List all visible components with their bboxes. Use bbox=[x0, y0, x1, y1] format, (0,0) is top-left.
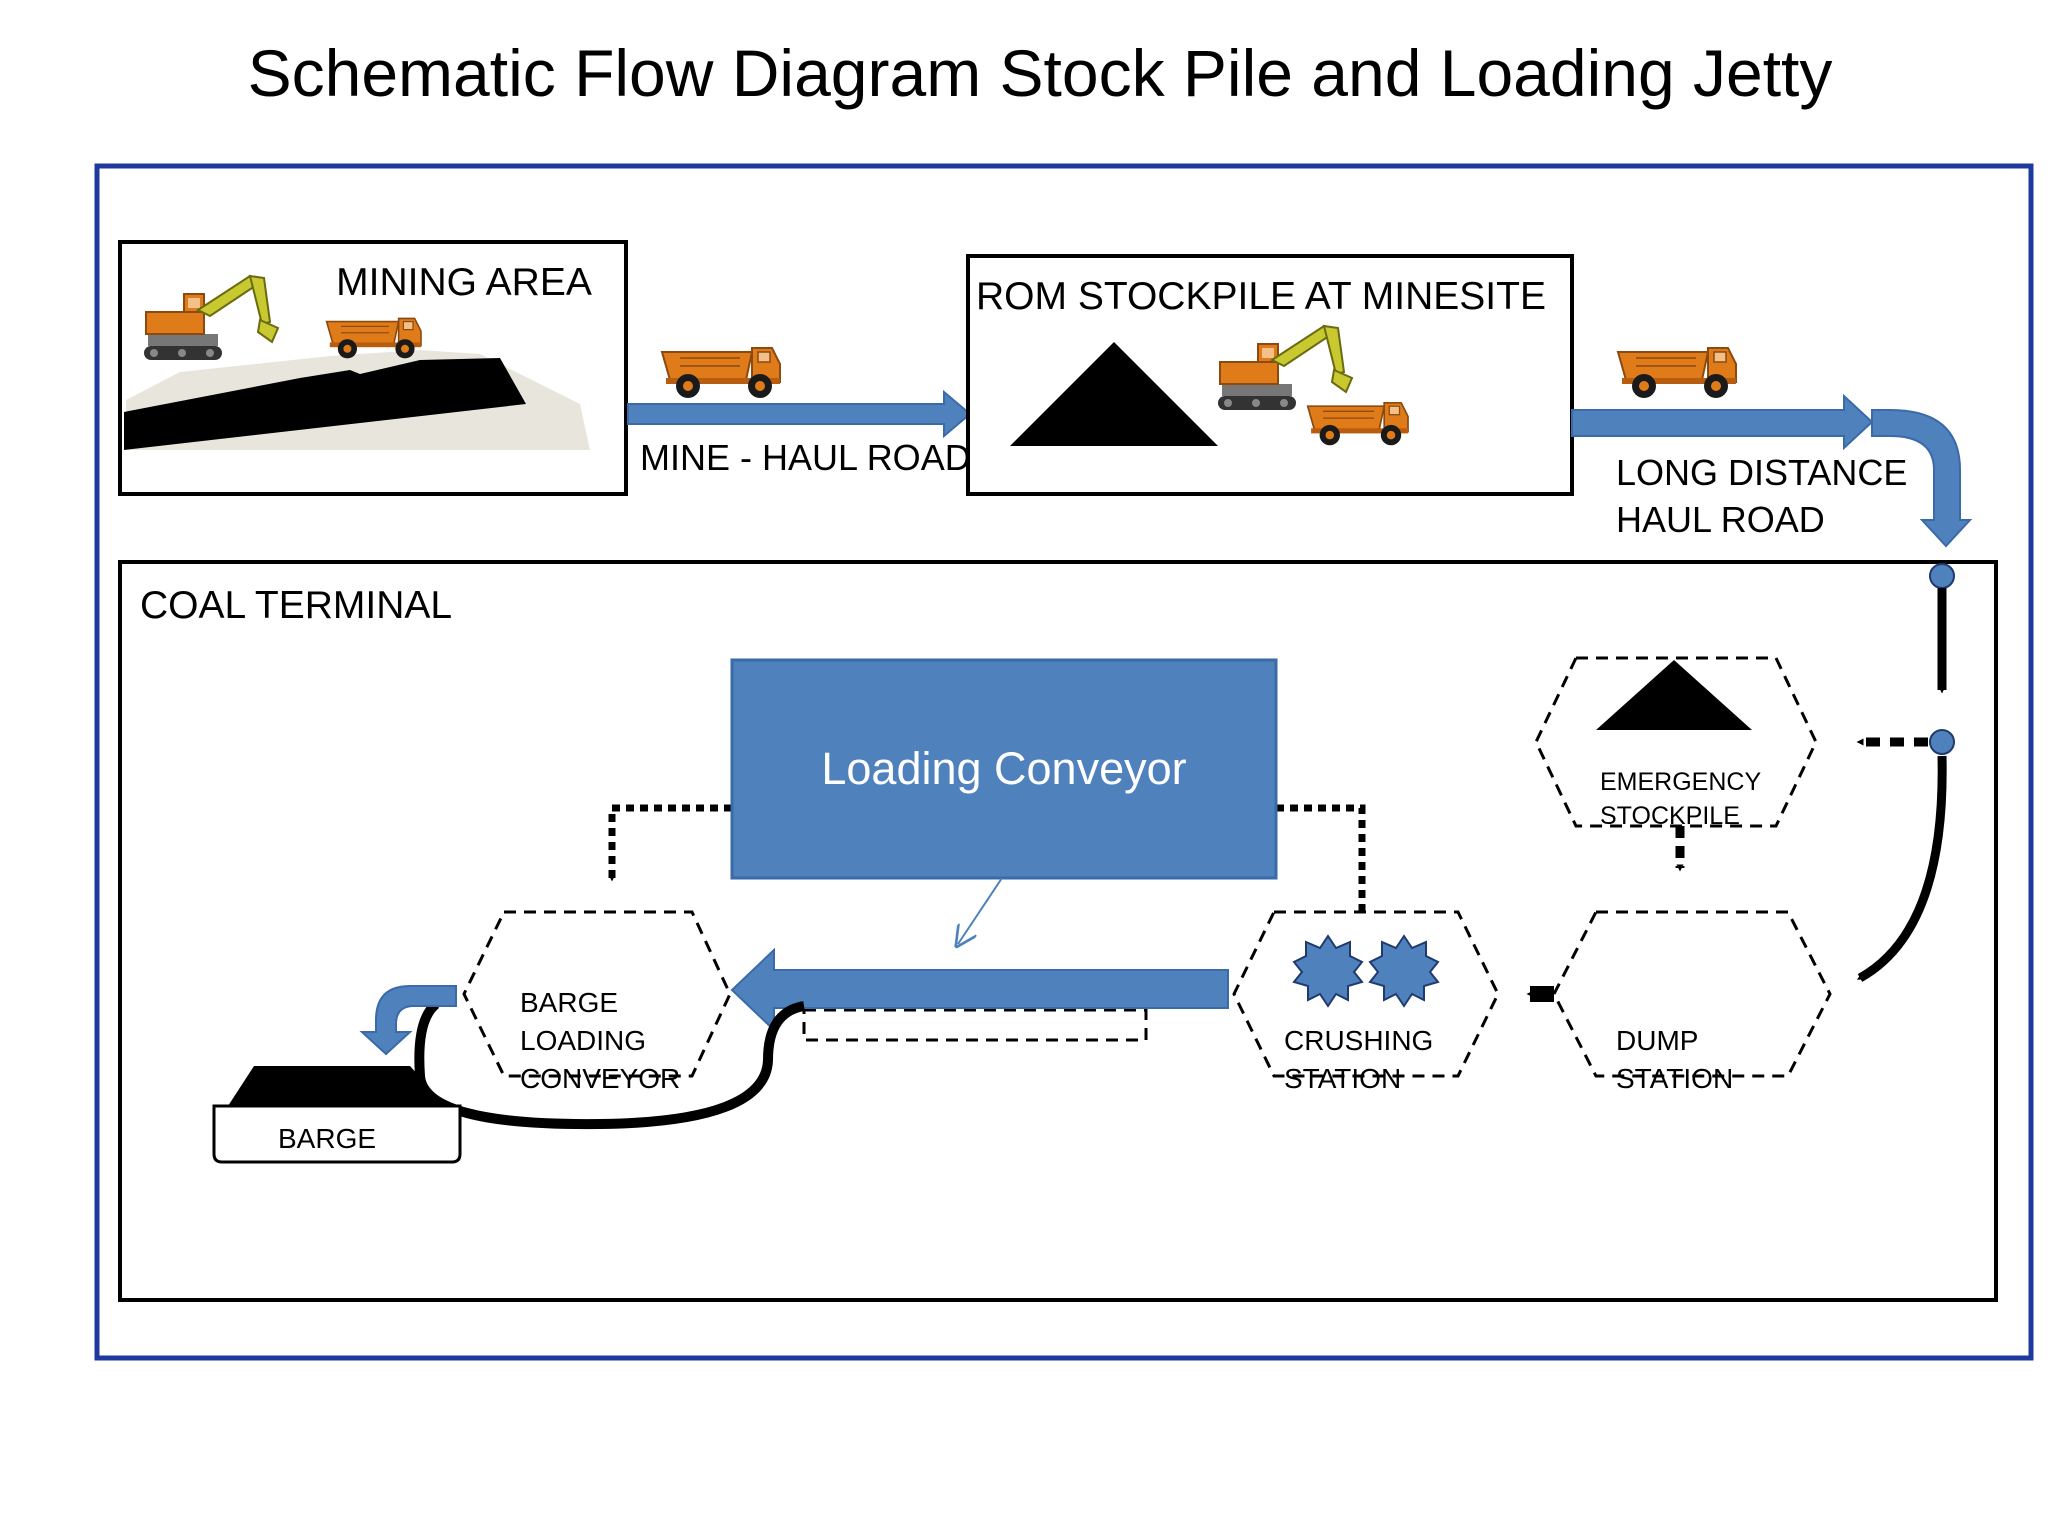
mine-haul-road-label: MINE - HAUL ROAD bbox=[640, 437, 971, 478]
rom-stockpile-label: ROM STOCKPILE AT MINESITE bbox=[976, 275, 1546, 318]
crushing-station-label-2: STATION bbox=[1284, 1063, 1401, 1094]
barge-loading-conveyor-label-3: CONVEYOR bbox=[520, 1063, 680, 1094]
callout-pointer bbox=[958, 877, 1003, 944]
conveyor-outline bbox=[802, 1008, 1148, 1042]
dump-station-label-1: DUMP bbox=[1616, 1025, 1698, 1056]
crushing-station-label-1: CRUSHING bbox=[1284, 1025, 1433, 1056]
barge-label: BARGE bbox=[278, 1123, 376, 1154]
loading-conveyor-callout: Loading Conveyor bbox=[730, 658, 1278, 944]
barge-discharge-arrow bbox=[359, 985, 457, 1056]
stockpile-pile bbox=[1010, 342, 1218, 446]
dashed-link-crushing bbox=[1276, 804, 1366, 912]
long-distance-haul-road-arrow: LONG DISTANCE HAUL ROAD bbox=[1571, 393, 1973, 548]
outer-frame bbox=[94, 163, 2034, 1361]
junction-2 bbox=[1929, 729, 1955, 755]
loading-conveyor-label: Loading Conveyor bbox=[821, 743, 1186, 794]
dump-station-label-2: STATION bbox=[1616, 1063, 1733, 1094]
barge-node: BARGE bbox=[212, 1066, 462, 1164]
coal-terminal-box bbox=[118, 560, 1998, 1302]
flow-to-dump bbox=[1856, 755, 1947, 982]
mine-haul-road-arrow: MINE - HAUL ROAD bbox=[627, 389, 972, 478]
coal-terminal-label: COAL TERMINAL bbox=[140, 584, 452, 627]
dashed-link-barge-loading bbox=[608, 804, 732, 882]
conveyor-arrow bbox=[730, 947, 1229, 1033]
emergency-stockpile-label-2: STOCKPILE bbox=[1600, 802, 1740, 830]
long-distance-haul-road-label-1: LONG DISTANCE bbox=[1616, 452, 1907, 493]
diagram-title: Schematic Flow Diagram Stock Pile and Lo… bbox=[248, 36, 1833, 110]
junction-1 bbox=[1929, 563, 1955, 589]
barge-loading-conveyor-label-1: BARGE bbox=[520, 987, 618, 1018]
long-haul-truck-icon bbox=[1617, 347, 1737, 399]
barge-loading-conveyor-node: BARGE LOADING CONVEYOR bbox=[462, 910, 732, 1094]
emergency-stockpile-node: EMERGENCY STOCKPILE bbox=[1534, 656, 1818, 830]
crushing-station-node: CRUSHING STATION bbox=[1232, 910, 1500, 1094]
mining-area-node: MINING AREA bbox=[118, 240, 628, 496]
emergency-stockpile-label-1: EMERGENCY bbox=[1600, 768, 1761, 796]
loop-return-flow bbox=[414, 1000, 806, 1130]
barge-loading-conveyor-label-2: LOADING bbox=[520, 1025, 646, 1056]
rom-stockpile-node: ROM STOCKPILE AT MINESITE bbox=[966, 254, 1574, 496]
mining-area-label: MINING AREA bbox=[336, 261, 592, 304]
dump-station-node: DUMP STATION bbox=[1552, 910, 1832, 1094]
haul-truck-icon bbox=[661, 347, 781, 399]
long-distance-haul-road-label-2: HAUL ROAD bbox=[1616, 499, 1825, 540]
